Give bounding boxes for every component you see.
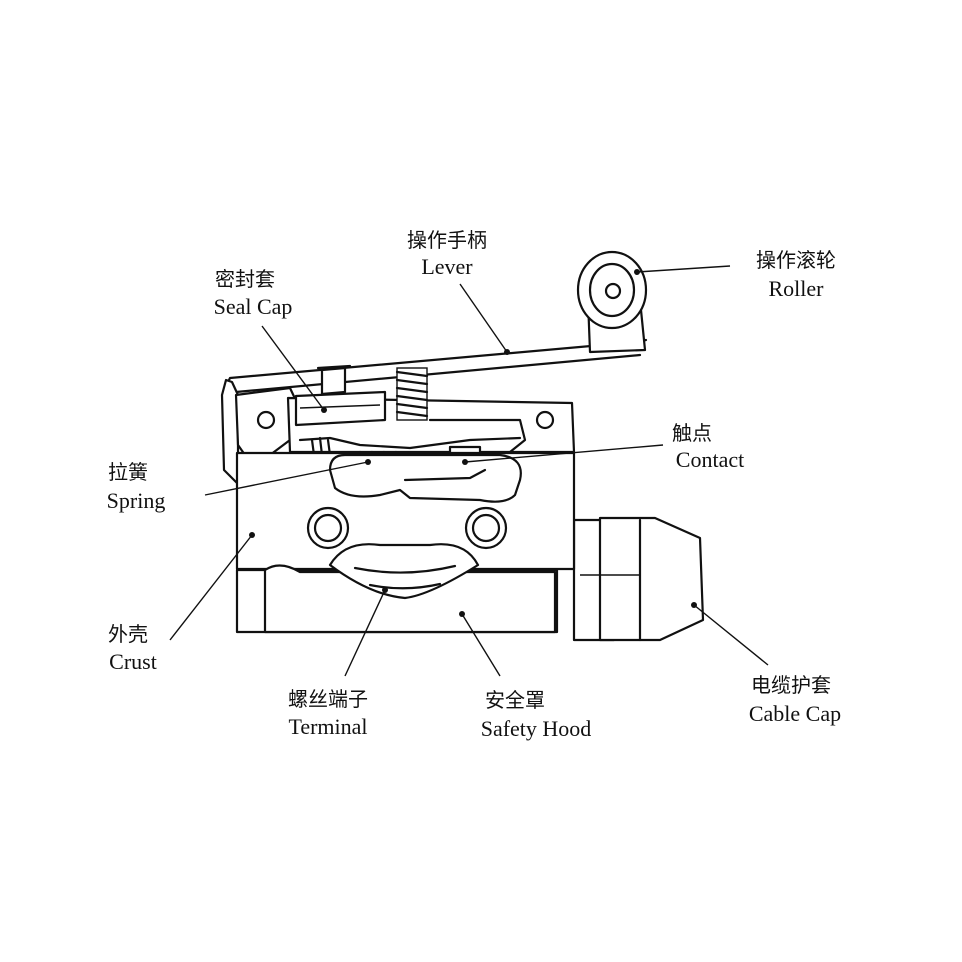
dot-crust (249, 532, 255, 538)
label-safety-hood: 安全罩 Safety Hood (481, 688, 592, 741)
label-cable-cap: 电缆护套 Cable Cap (749, 673, 841, 726)
dot-seal-cap (321, 407, 327, 413)
label-lever-zh: 操作手柄 (407, 228, 487, 252)
label-contact-zh: 触点 (672, 421, 712, 445)
label-roller-zh: 操作滚轮 (756, 248, 836, 272)
safety-hood-drawing (235, 543, 559, 634)
label-safety-hood-zh: 安全罩 (485, 688, 545, 712)
leader-roller (636, 265, 731, 273)
label-terminal-zh: 螺丝端子 (288, 687, 368, 711)
label-seal-cap-en: Seal Cap (214, 294, 293, 319)
leader-lever (459, 283, 508, 353)
housing-top (286, 364, 576, 474)
label-terminal: 螺丝端子 Terminal (288, 687, 368, 739)
dot-safety-hood (459, 611, 465, 617)
dot-roller (634, 269, 640, 275)
label-cable-cap-zh: 电缆护套 (751, 673, 831, 697)
dot-cable-cap (691, 602, 697, 608)
label-contact: 触点 Contact (672, 421, 744, 472)
label-lever-en: Lever (421, 254, 473, 279)
leader-safety-hood (461, 613, 501, 677)
label-seal-cap-zh: 密封套 (215, 267, 275, 291)
leader-crust (169, 534, 253, 641)
roller-drawing (576, 250, 648, 330)
dot-terminal (382, 587, 388, 593)
leader-seal-cap (261, 325, 325, 411)
dot-lever (504, 349, 510, 355)
label-cable-cap-en: Cable Cap (749, 701, 841, 726)
leader-spring (204, 461, 369, 496)
label-spring-zh: 拉簧 (108, 460, 148, 484)
label-seal-cap: 密封套 Seal Cap (214, 267, 293, 319)
leader-contact (464, 444, 664, 463)
cable-cap-drawing (572, 516, 705, 642)
label-crust-en: Crust (109, 649, 157, 674)
leader-lines (169, 265, 769, 677)
leader-cable-cap (693, 604, 769, 666)
dot-contact (462, 459, 468, 465)
label-terminal-en: Terminal (288, 714, 367, 739)
dot-spring (365, 459, 371, 465)
label-lever: 操作手柄 Lever (407, 228, 487, 279)
label-roller: 操作滚轮 Roller (756, 248, 836, 301)
label-crust: 外壳 Crust (108, 622, 157, 674)
label-roller-en: Roller (769, 276, 825, 301)
label-crust-zh: 外壳 (108, 622, 148, 646)
label-spring-en: Spring (107, 488, 166, 513)
label-safety-hood-en: Safety Hood (481, 716, 592, 741)
label-contact-en: Contact (676, 447, 744, 472)
leader-terminal (344, 589, 386, 677)
label-spring: 拉簧 Spring (107, 460, 166, 513)
